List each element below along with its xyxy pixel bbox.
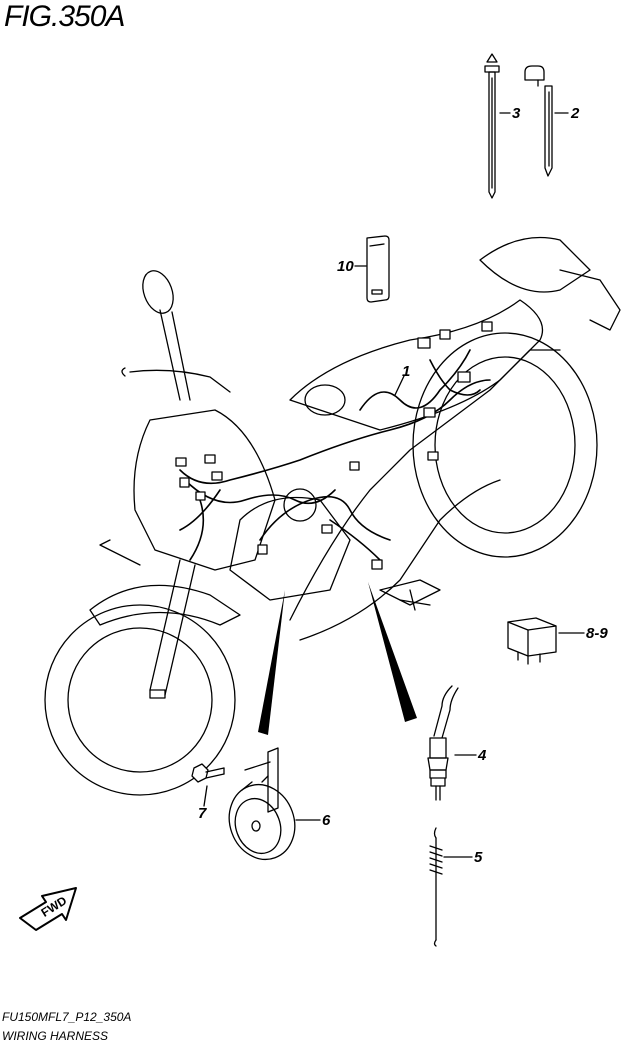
part-6-horn	[228, 747, 296, 860]
callout-8-9: 8-9	[586, 625, 608, 642]
part-8-9-relay	[507, 617, 557, 665]
callout-7: 7	[198, 805, 207, 822]
part-4-sensor	[427, 685, 459, 801]
callout-6: 6	[322, 812, 331, 829]
motorcycle-outline	[44, 236, 621, 796]
figure-code: FU150MFL7_P12_350A	[2, 1010, 132, 1024]
callout-2: 2	[571, 105, 580, 122]
part-3-cable-tie	[484, 53, 500, 199]
leader-7	[203, 785, 208, 807]
part-2-clamp	[524, 65, 553, 177]
callout-10: 10	[337, 258, 354, 275]
part-10-cover	[366, 235, 390, 303]
pointer-arrow-sensor	[368, 582, 417, 722]
part-5-spring	[429, 827, 443, 947]
figure-name: WIRING HARNESS	[2, 1029, 109, 1043]
part-7-bolt	[191, 763, 225, 783]
callout-5: 5	[474, 849, 483, 866]
leader-1	[394, 375, 405, 396]
callout-1: 1	[402, 363, 411, 380]
callout-4: 4	[478, 747, 487, 764]
fwd-arrow-icon: FWD	[19, 887, 77, 931]
part-1-wiring-harness	[179, 349, 491, 561]
figure-title: FIG.350A	[4, 0, 125, 33]
callout-3: 3	[512, 105, 521, 122]
harness-connectors	[175, 321, 493, 570]
pointer-arrow-horn	[258, 590, 285, 735]
